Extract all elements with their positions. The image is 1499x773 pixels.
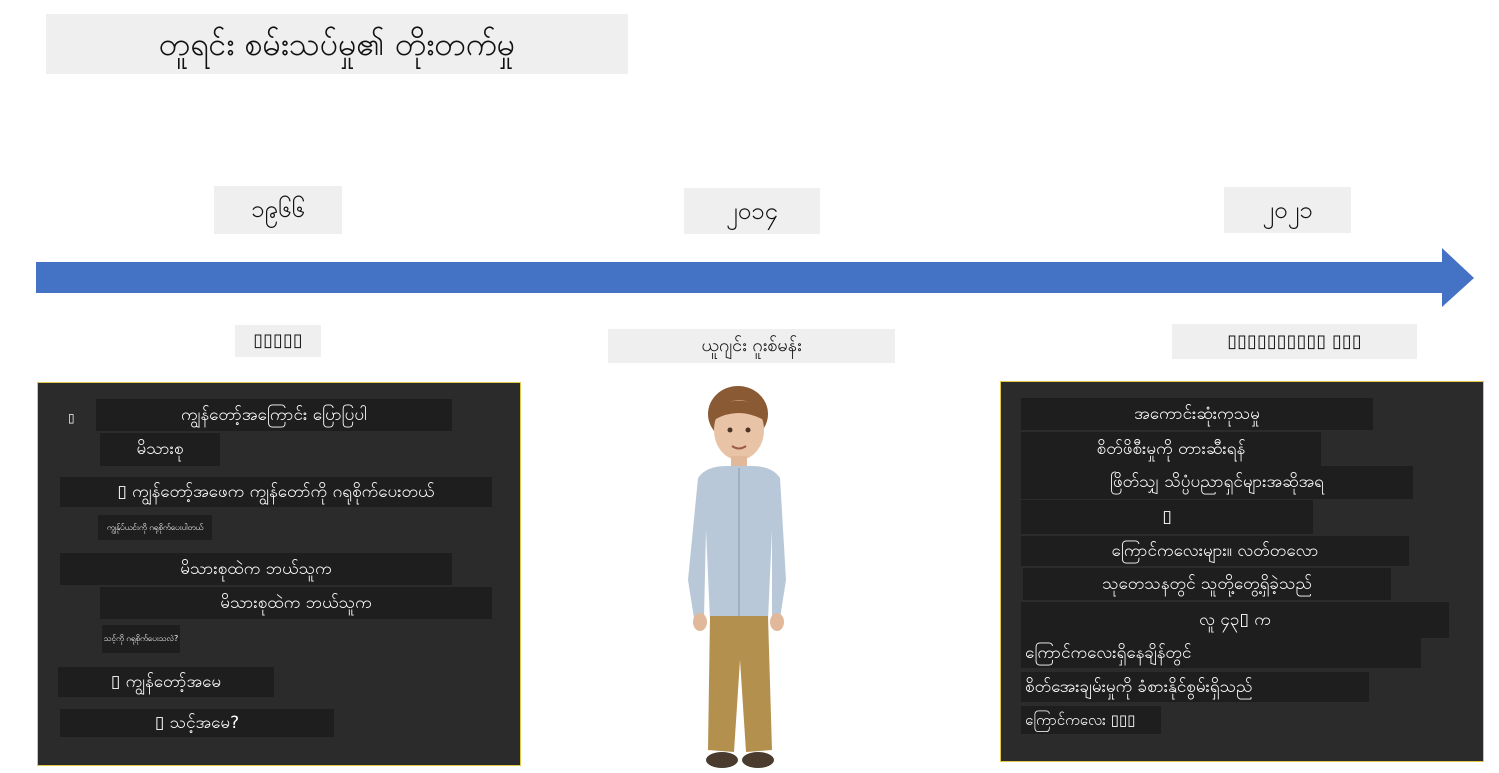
panel-item: ကျွန်တော့်အကြောင်း ပြောပြပါ bbox=[96, 399, 452, 431]
shirt bbox=[688, 466, 786, 620]
panel-item: ▯ သင့်အမေ? bbox=[60, 709, 334, 737]
left-panel: ▯ ကျွန်တော့်အကြောင်း ပြောပြပါ မိသားစု ▯ … bbox=[37, 382, 521, 766]
panel-item: ▯ ကျွန်တော့်အမေ bbox=[58, 667, 274, 697]
panel-item: ▯ ကျွန်တော့်အဖေက ကျွန်တော်ကို ဂရုစိုက်ပေ… bbox=[60, 477, 492, 507]
panel-item: သုတေသနတွင် သူတို့တွေ့ရှိခဲ့သည် bbox=[1023, 568, 1391, 600]
year-label-2014: ၂၀၁၄ bbox=[684, 188, 820, 234]
panel-item: ▯ bbox=[1021, 500, 1313, 534]
boy-photo bbox=[688, 386, 786, 768]
panel-item: မိသားစုထဲက ဘယ်သူက bbox=[60, 553, 452, 585]
panel-item: ကြောင်ကလေးရှိနေချိန်တွင် bbox=[1021, 638, 1421, 668]
mouth bbox=[731, 445, 747, 450]
left-shoe bbox=[706, 752, 738, 768]
right-panel: အကောင်းဆုံးကုသမှု စိတ်ဖိစီးမှုကို တားဆီး… bbox=[1000, 381, 1484, 762]
panel-item: စိတ်ဖိစီးမှုကို တားဆီးရန် bbox=[1021, 432, 1321, 466]
right-eye bbox=[745, 427, 751, 433]
diagram-title: တူရင်း စမ်းသပ်မှု၏ တိုးတက်မှု bbox=[46, 14, 628, 74]
panel-item: လူ ၄၃▯ က bbox=[1021, 602, 1449, 638]
panel-item: ကြောင်ကလေးများ။ လတ်တလော bbox=[1021, 536, 1409, 566]
timeline-arrow-shaft bbox=[36, 262, 1444, 293]
panel-item: မိသားစု bbox=[100, 433, 220, 466]
panel-item: မိသားစုထဲက ဘယ်သူက bbox=[100, 587, 492, 619]
fringe bbox=[714, 400, 764, 420]
section-label-center: ယူဂျင်း ဂူးစ်မန်း bbox=[608, 329, 895, 363]
year-label-1966: ၁၉၆၆ bbox=[214, 186, 342, 234]
section-label-left: ▯▯▯▯▯ bbox=[235, 325, 321, 357]
left-hand bbox=[693, 613, 707, 631]
left-eye bbox=[727, 427, 733, 433]
panel-item: အကောင်းဆုံးကုသမှု bbox=[1021, 398, 1373, 430]
panel-item: ကြောင်ကလေး ▯▯▯ bbox=[1021, 706, 1161, 734]
panel-item: စိတ်အေးချမ်းမှုကို ခံစားနိုင်စွမ်းရှိသည် bbox=[1021, 672, 1369, 702]
face bbox=[714, 400, 764, 460]
timeline-arrow bbox=[36, 248, 1474, 307]
panel-marker: ▯ bbox=[68, 411, 75, 425]
panel-item: ကျွန်ုပ်ယင်းကို ဂရုစိုက်ပေးပါတယ် bbox=[98, 515, 212, 540]
panel-item: ဖြိတ်သျှ သိပ္ပံပညာရှင်များအဆိုအရ bbox=[1021, 466, 1413, 499]
right-hand bbox=[770, 613, 784, 631]
pants bbox=[708, 616, 772, 752]
panel-item: သင့်ကို ဂရုစိုက်ပေးသလဲ? bbox=[102, 625, 180, 653]
right-shoe bbox=[742, 752, 774, 768]
year-label-2021: ၂၀၂၁ bbox=[1224, 187, 1351, 233]
section-label-right: ▯▯▯▯▯▯▯▯▯▯ ▯▯▯ bbox=[1172, 324, 1417, 359]
timeline-arrow-head bbox=[1442, 248, 1474, 307]
